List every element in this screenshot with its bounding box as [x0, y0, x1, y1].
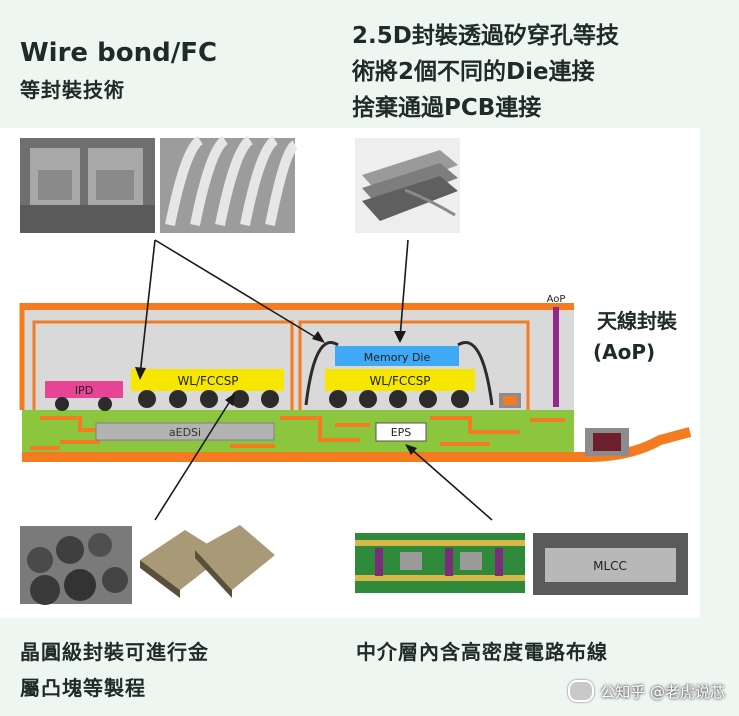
wl-fccsp-left — [131, 369, 284, 391]
arrowheads — [135, 331, 417, 455]
ipd-chip — [45, 381, 123, 398]
wire-bond-caption-line2: 等封裝技術 — [20, 78, 125, 102]
right-solder-balls — [329, 390, 469, 408]
ipd-bumps — [55, 397, 112, 411]
chat-bubble-icon — [568, 680, 595, 702]
eps-box — [375, 422, 427, 442]
die-25d-caption-line1: 2.5D封裝透過矽穿孔等技 — [352, 23, 619, 49]
flex-tail — [586, 427, 692, 462]
watermark: 公知乎 @老虎说芯 — [568, 680, 725, 702]
shield-layer — [22, 303, 574, 310]
bump-photo — [20, 526, 132, 605]
memory-die — [335, 346, 459, 366]
wl-fccsp-right-label: WL/FCCSP — [369, 374, 430, 388]
callout-arrows — [139, 239, 493, 521]
rdl-caption-line1: 中介層內含高密度電路布線 — [356, 640, 608, 664]
aop-caption-line2: (AoP) — [593, 340, 656, 364]
bond-wire-left — [304, 341, 339, 406]
ipd-label: IPD — [75, 384, 93, 397]
wlp-caption-line1: 晶圓級封裝可進行金 — [20, 640, 209, 664]
left-solder-balls — [138, 390, 279, 408]
die-25d-caption-line3: 捨棄通過PCB連接 — [352, 95, 542, 121]
aop-antenna — [553, 307, 559, 407]
interposer-photo — [355, 533, 525, 593]
die-stack-photo — [355, 138, 460, 233]
wire-loop-photo — [160, 135, 299, 233]
mlcc-label: MLCC — [593, 559, 627, 573]
watermark-text: 公知乎 @老虎说芯 — [600, 682, 725, 701]
base-plate — [22, 452, 587, 462]
aedsi-bar — [95, 422, 275, 441]
wire-bond-photo — [20, 138, 155, 233]
die-25d-caption-line2: 術將2個不同的Die連接 — [352, 59, 595, 85]
mlcc-photo: MLCC — [533, 533, 688, 595]
eps-label: EPS — [391, 426, 412, 439]
bond-wire-right — [457, 341, 494, 406]
fccsp-package-photo — [140, 525, 275, 598]
wire-bond-caption-line1: Wire bond/FC — [20, 38, 218, 68]
wl-fccsp-right — [325, 369, 475, 391]
aedsi-label: aEDSi — [169, 426, 201, 439]
aop-tag: AoP — [547, 294, 566, 305]
aop-caption-line1: 天線封裝 — [597, 309, 677, 333]
wl-fccsp-left-label: WL/FCCSP — [177, 374, 238, 388]
wlp-caption-line2: 屬凸塊等製程 — [20, 676, 146, 700]
memory-die-label: Memory Die — [364, 351, 431, 364]
